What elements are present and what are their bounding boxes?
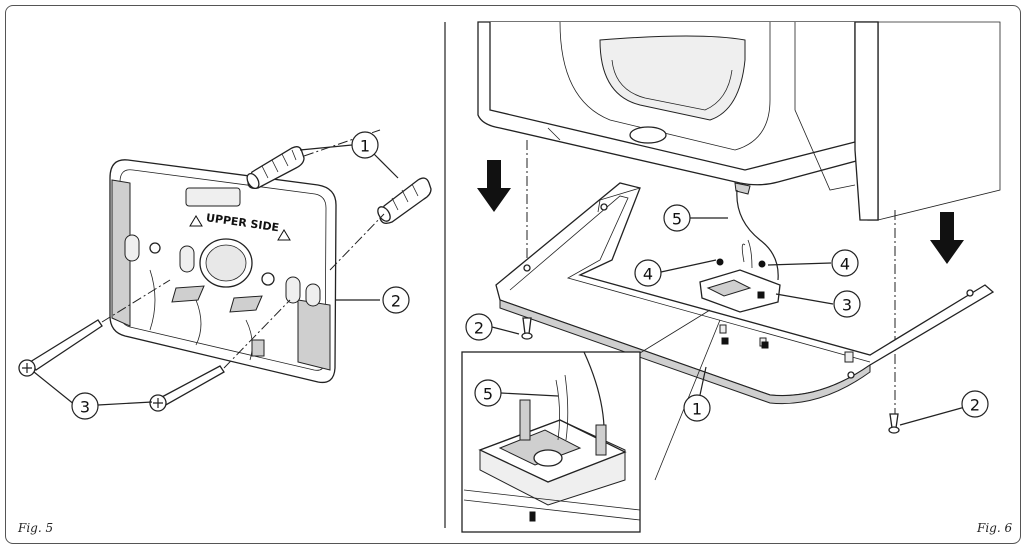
wall-plug-top (246, 146, 305, 190)
boiler-unit (477, 21, 879, 221)
screw-bottom (149, 365, 225, 412)
down-arrow-left (477, 160, 511, 212)
down-arrow-right (930, 212, 964, 264)
screw-fig6-left (521, 317, 533, 340)
upper-side-arrow-left (189, 215, 203, 227)
svg-text:2: 2 (474, 319, 484, 338)
fig5-caption: Fig. 5 (18, 521, 54, 535)
svg-text:1: 1 (692, 400, 702, 419)
svg-text:2: 2 (970, 396, 980, 415)
callout-1-fig5: 1 (351, 131, 379, 159)
screw-left (18, 319, 103, 377)
svg-text:5: 5 (483, 385, 493, 404)
callout-3-fig5: 3 (71, 392, 99, 420)
base-tray (495, 182, 995, 405)
screw-fig6-right (888, 413, 900, 434)
callout-2-fig5: 2 (382, 286, 410, 314)
callout-3-fig6: 3 (833, 290, 861, 318)
callout-2-fig6-left: 2 (465, 313, 493, 341)
upper-side-arrow-right (277, 229, 291, 241)
callout-1-fig6: 1 (683, 394, 711, 422)
callout-4-fig6-left: 4 (634, 259, 662, 287)
wall-plug-right (377, 177, 432, 224)
callout-2-fig6-right: 2 (961, 390, 989, 418)
cable-clamp (699, 239, 781, 313)
callout-5-fig6-top: 5 (663, 204, 691, 232)
callout-5-fig6-inset: 5 (474, 379, 502, 407)
svg-text:1: 1 (360, 137, 370, 156)
svg-text:3: 3 (842, 296, 852, 315)
svg-text:3: 3 (80, 398, 90, 417)
svg-text:4: 4 (643, 265, 653, 284)
fig6-caption: Fig. 6 (977, 521, 1013, 535)
callout-4-fig6-right: 4 (831, 249, 859, 277)
svg-text:4: 4 (840, 255, 850, 274)
svg-text:2: 2 (391, 292, 401, 311)
svg-text:5: 5 (672, 210, 682, 229)
mounting-plate: UPPER SIDE (109, 159, 337, 384)
